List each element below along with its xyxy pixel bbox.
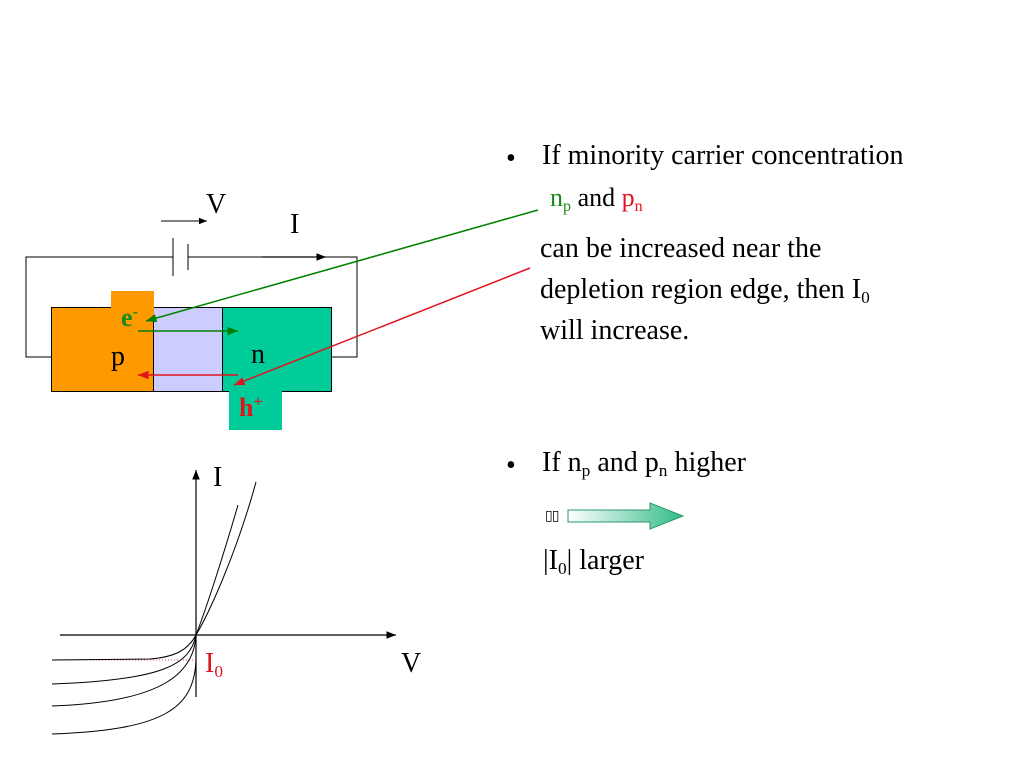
arrow-prefix-glyphs: ▯▯ <box>545 508 559 524</box>
graph-current-axis-label: I <box>213 462 223 493</box>
bullet1-marker: • <box>506 143 516 174</box>
bullet2-marker: • <box>506 450 516 481</box>
pn-term: pn <box>621 183 643 215</box>
implies-arrow <box>567 502 685 530</box>
battery-voltage-label: V <box>206 189 227 220</box>
bullet1-line4: depletion region edge, then I0 <box>540 274 870 308</box>
bullet1-line2: np and pn <box>550 183 643 215</box>
circuit-wire <box>25 256 358 358</box>
iv-curve-4 <box>51 659 197 735</box>
electron-label: e- <box>121 303 138 332</box>
np-pointer-arrow <box>145 209 539 323</box>
bullet1-line3: can be increased near the <box>540 233 822 264</box>
depletion-region <box>154 307 222 392</box>
bullet2-line1: If np and pn higher <box>542 447 746 481</box>
electron-tab <box>111 291 154 315</box>
current-label: I <box>290 209 300 240</box>
np-term: np <box>550 183 572 215</box>
bullet2-result: |I0| larger <box>543 545 645 579</box>
saturation-current-label: I0 <box>205 648 224 682</box>
bullet1-line5: will increase. <box>540 315 690 346</box>
iv-curve-1 <box>51 481 257 661</box>
graph-voltage-axis-label: V <box>401 648 422 679</box>
bullet1-line1: If minority carrier concentration <box>542 140 904 171</box>
iv-curve-3 <box>51 634 197 707</box>
n-label: n <box>251 339 265 370</box>
p-region <box>51 307 154 392</box>
pn-pointer-arrow <box>233 267 531 386</box>
iv-curves <box>51 481 257 735</box>
hole-tab <box>229 384 282 430</box>
p-label: p <box>111 341 125 372</box>
hole-label: h+ <box>239 393 263 422</box>
